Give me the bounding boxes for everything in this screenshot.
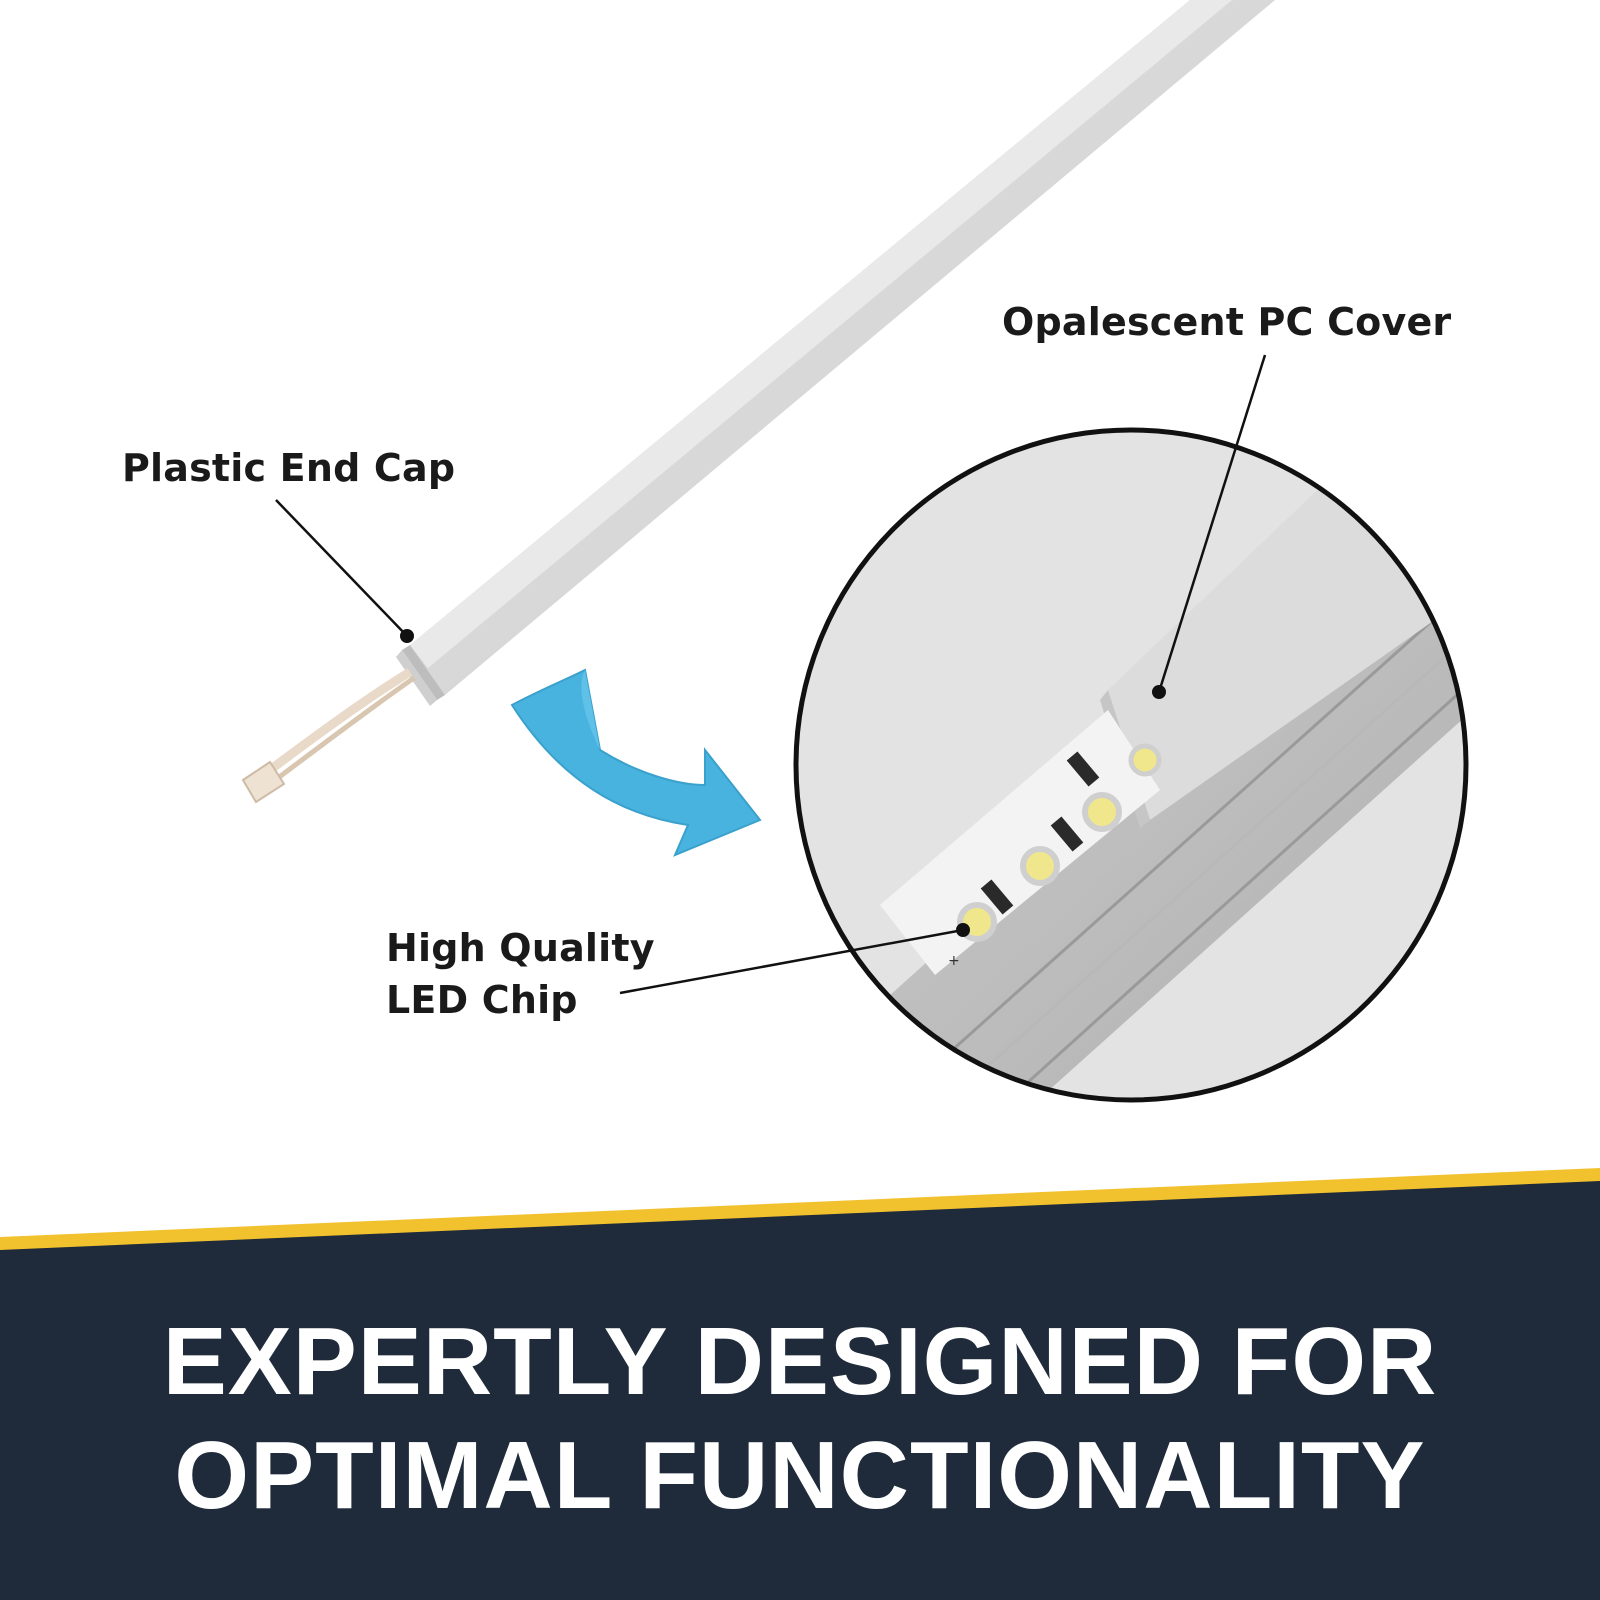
bottom-banner (0, 1168, 1600, 1600)
plastic-end-cap (396, 650, 437, 706)
banner-headline-line1: EXPERTLY DESIGNED FOR (162, 1308, 1438, 1415)
chip-leader-line (619, 923, 970, 995)
end-cap-leader-line (275, 499, 414, 643)
led-strip-chips: + (948, 743, 1162, 969)
cover-leader-line (1152, 354, 1267, 699)
end-cap-label: Plastic End Cap (122, 446, 456, 490)
power-wire (241, 668, 416, 804)
led-chip-label-line1: High Quality (386, 926, 655, 970)
led-chip-label-line2: LED Chip (386, 978, 578, 1022)
zoom-detail-circle: + (793, 427, 1469, 1103)
curved-arrow-icon (510, 668, 762, 857)
banner-headline: EXPERTLY DESIGNED FOR OPTIMAL FUNCTIONAL… (0, 1305, 1600, 1533)
cover-label: Opalescent PC Cover (1002, 300, 1452, 344)
led-chip-label: High Quality LED Chip (386, 922, 655, 1026)
led-profile-bar (402, 0, 1275, 700)
banner-headline-line2: OPTIMAL FUNCTIONALITY (174, 1422, 1426, 1529)
svg-text:+: + (948, 953, 960, 969)
